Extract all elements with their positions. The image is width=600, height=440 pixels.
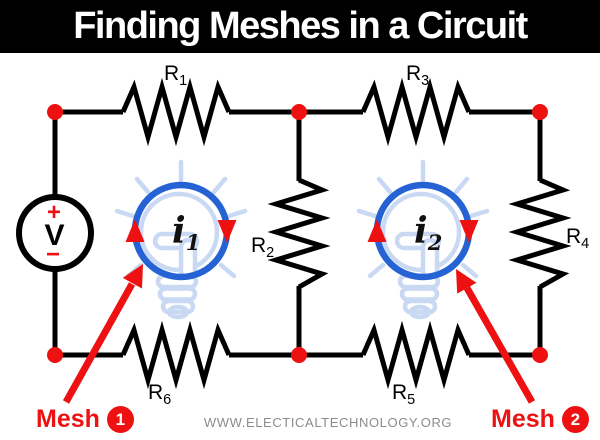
voltage-source-label: V (44, 219, 64, 252)
watermark: WWW.ELECTICALTECHNOLOGY.ORG (203, 415, 453, 430)
title-banner: Finding Meshes in a Circuit (0, 0, 600, 53)
resistor-label-r1: R1 (164, 62, 187, 89)
node-dot (47, 347, 63, 363)
voltage-source-circle (16, 194, 94, 272)
voltage-source-plus: + (47, 199, 61, 226)
resistor-label-r4: R4 (566, 225, 589, 252)
node-dot (532, 347, 548, 363)
node-dot (532, 104, 548, 120)
mesh-pointer-arrow-2 (456, 269, 536, 404)
resistor-label-r6: R6 (148, 381, 171, 408)
node-dot (47, 104, 63, 120)
mesh-pointer-arrow-1 (62, 264, 143, 404)
resistor-R2 (267, 177, 331, 290)
resistor-R6 (120, 320, 232, 390)
voltage-source-minus: − (46, 241, 60, 268)
resistor-R3 (360, 77, 472, 147)
mesh-label-1: Mesh 1 (36, 405, 134, 434)
node-dot (291, 104, 307, 120)
resistor-R5 (360, 320, 472, 390)
mesh-number-badge-2: 2 (561, 406, 589, 433)
mesh-current-label-1: i1 (172, 210, 200, 255)
resistor-label-r5: R5 (392, 381, 415, 408)
mesh-label-1-text: Mesh (36, 405, 100, 433)
voltage-source: + V − (16, 194, 94, 272)
resistor-R1 (120, 77, 232, 147)
mesh-label-2: Mesh 2 (491, 405, 589, 434)
node-dot (291, 347, 307, 363)
resistor-label-r2: R2 (251, 234, 274, 261)
mesh-current-label-2: i2 (414, 210, 442, 255)
mesh-label-2-text: Mesh (491, 405, 555, 433)
page-title: Finding Meshes in a Circuit (73, 5, 528, 47)
mesh-number-badge-1: 1 (106, 406, 134, 433)
resistor-label-r3: R3 (406, 62, 429, 89)
resistor-R4 (508, 177, 572, 290)
